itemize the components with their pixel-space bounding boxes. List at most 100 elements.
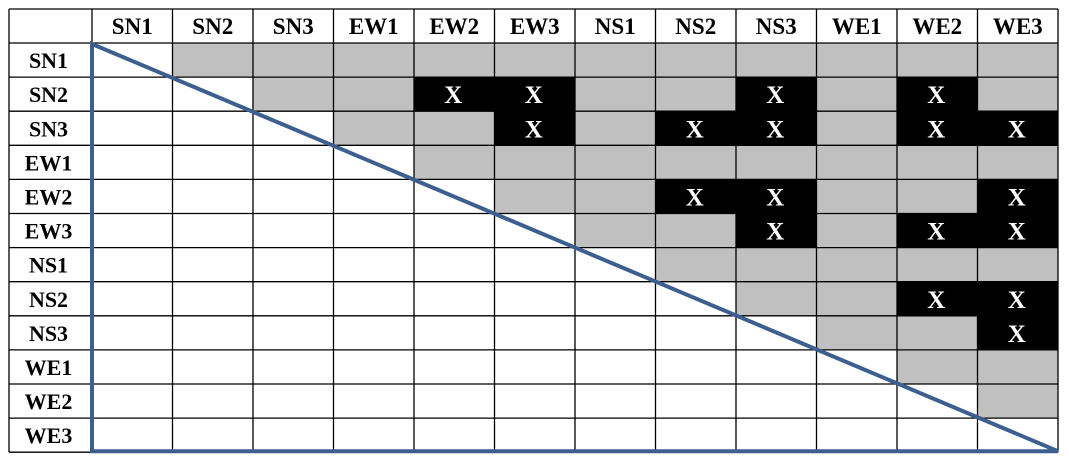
cell-ns1-we3 bbox=[977, 247, 1058, 282]
cell-ew1-ns1 bbox=[575, 145, 656, 180]
cell-we1-we2 bbox=[897, 349, 978, 384]
row-header-ns3: NS3 bbox=[29, 321, 68, 346]
cell-sn2-we1 bbox=[816, 77, 897, 112]
cell-sn3-ns1 bbox=[575, 111, 656, 146]
conflict-mark-sn3-ns3: X bbox=[766, 116, 784, 143]
cell-sn2-ns3 bbox=[736, 77, 817, 112]
row-header-we1: WE1 bbox=[25, 355, 73, 380]
cell-ns1-ns2 bbox=[655, 247, 736, 282]
cell-sn3-we2 bbox=[897, 111, 978, 146]
cell-ew1-we1 bbox=[816, 145, 897, 180]
matrix-cells bbox=[172, 43, 1058, 419]
cell-ew2-we3 bbox=[977, 179, 1058, 214]
grid-lines bbox=[8, 8, 1059, 453]
cell-ew3-we2 bbox=[897, 213, 978, 248]
cell-sn1-we3 bbox=[977, 43, 1058, 78]
cell-sn2-we3 bbox=[977, 77, 1058, 112]
cell-sn1-ew2 bbox=[414, 43, 495, 78]
conflict-mark-ew2-we3: X bbox=[1008, 184, 1026, 211]
cell-ew2-ns3 bbox=[736, 179, 817, 214]
conflict-mark-sn2-ew2: X bbox=[444, 82, 462, 109]
column-header-sn2: SN2 bbox=[192, 14, 233, 39]
cell-ns1-we2 bbox=[897, 247, 978, 282]
cell-ew2-ns1 bbox=[575, 179, 656, 214]
cell-we1-we3 bbox=[977, 349, 1058, 384]
conflict-mark-sn3-ew3: X bbox=[525, 116, 543, 143]
conflict-mark-ew3-we2: X bbox=[927, 219, 945, 246]
cell-sn3-ew3 bbox=[494, 111, 575, 146]
conflict-mark-sn2-ns3: X bbox=[766, 82, 784, 109]
cell-sn3-we3 bbox=[977, 111, 1058, 146]
column-header-ns1: NS1 bbox=[595, 14, 636, 39]
column-header-we1: WE1 bbox=[832, 14, 882, 39]
conflict-mark-ew2-ns2: X bbox=[686, 184, 704, 211]
cell-sn2-ns2 bbox=[655, 77, 736, 112]
row-header-we2: WE2 bbox=[25, 389, 73, 414]
conflict-mark-sn2-ew3: X bbox=[525, 82, 543, 109]
conflict-mark-sn3-ns2: X bbox=[686, 116, 704, 143]
conflict-mark-ew2-ns3: X bbox=[766, 184, 784, 211]
cell-sn1-we1 bbox=[816, 43, 897, 78]
cell-ew2-ew3 bbox=[494, 179, 575, 214]
cell-ew3-ns1 bbox=[575, 213, 656, 248]
cell-sn3-we1 bbox=[816, 111, 897, 146]
cell-ew1-ns3 bbox=[736, 145, 817, 180]
cell-ew1-ns2 bbox=[655, 145, 736, 180]
conflict-mark-ew3-ns3: X bbox=[766, 219, 784, 246]
column-header-we3: WE3 bbox=[993, 14, 1043, 39]
row-header-sn1: SN1 bbox=[29, 48, 68, 73]
conflict-mark-ew3-we3: X bbox=[1008, 219, 1026, 246]
cell-sn1-ew3 bbox=[494, 43, 575, 78]
column-header-ns3: NS3 bbox=[756, 14, 797, 39]
cell-ns2-we2 bbox=[897, 281, 978, 316]
cell-sn2-ew2 bbox=[414, 77, 495, 112]
cell-sn3-ns2 bbox=[655, 111, 736, 146]
row-header-ns1: NS1 bbox=[29, 253, 68, 278]
cell-sn1-sn2 bbox=[172, 43, 253, 78]
cell-ew2-ns2 bbox=[655, 179, 736, 214]
cell-ew3-we3 bbox=[977, 213, 1058, 248]
cell-sn2-sn3 bbox=[253, 77, 334, 112]
conflict-mark-ns2-we2: X bbox=[927, 287, 945, 314]
column-header-sn3: SN3 bbox=[273, 14, 314, 39]
cell-ns2-ns3 bbox=[736, 281, 817, 316]
cell-ew1-ew2 bbox=[414, 145, 495, 180]
conflict-mark-sn2-we2: X bbox=[927, 82, 945, 109]
cell-sn3-ns3 bbox=[736, 111, 817, 146]
cell-ew2-we2 bbox=[897, 179, 978, 214]
conflict-mark-sn3-we3: X bbox=[1008, 116, 1026, 143]
conflict-mark-ns3-we3: X bbox=[1008, 321, 1026, 348]
row-header-ew3: EW3 bbox=[25, 219, 73, 244]
lower-triangle-outline bbox=[90, 40, 1059, 454]
cell-ew1-we2 bbox=[897, 145, 978, 180]
cell-sn3-ew1 bbox=[333, 111, 414, 146]
cell-sn2-ew1 bbox=[333, 77, 414, 112]
column-header-we2: WE2 bbox=[912, 14, 962, 39]
cell-ns3-we1 bbox=[816, 315, 897, 350]
cell-sn2-ew3 bbox=[494, 77, 575, 112]
cell-ns3-we2 bbox=[897, 315, 978, 350]
cell-sn1-we2 bbox=[897, 43, 978, 78]
cell-ew3-we1 bbox=[816, 213, 897, 248]
cell-ew1-we3 bbox=[977, 145, 1058, 180]
cell-ew1-ew3 bbox=[494, 145, 575, 180]
cell-sn2-we2 bbox=[897, 77, 978, 112]
cell-we2-we3 bbox=[977, 384, 1058, 419]
row-header-we3: WE3 bbox=[25, 423, 73, 448]
cell-ew3-ns3 bbox=[736, 213, 817, 248]
cell-ns3-we3 bbox=[977, 315, 1058, 350]
column-header-ew1: EW1 bbox=[349, 14, 399, 39]
column-header-ew2: EW2 bbox=[429, 14, 479, 39]
row-header-sn3: SN3 bbox=[29, 116, 68, 141]
cell-ns1-we1 bbox=[816, 247, 897, 282]
cell-ew3-ns2 bbox=[655, 213, 736, 248]
cell-sn1-ns2 bbox=[655, 43, 736, 78]
cell-sn1-ns3 bbox=[736, 43, 817, 78]
cell-sn2-ns1 bbox=[575, 77, 656, 112]
cell-sn3-ew2 bbox=[414, 111, 495, 146]
row-header-ew2: EW2 bbox=[25, 184, 73, 209]
column-header-sn1: SN1 bbox=[112, 14, 153, 39]
